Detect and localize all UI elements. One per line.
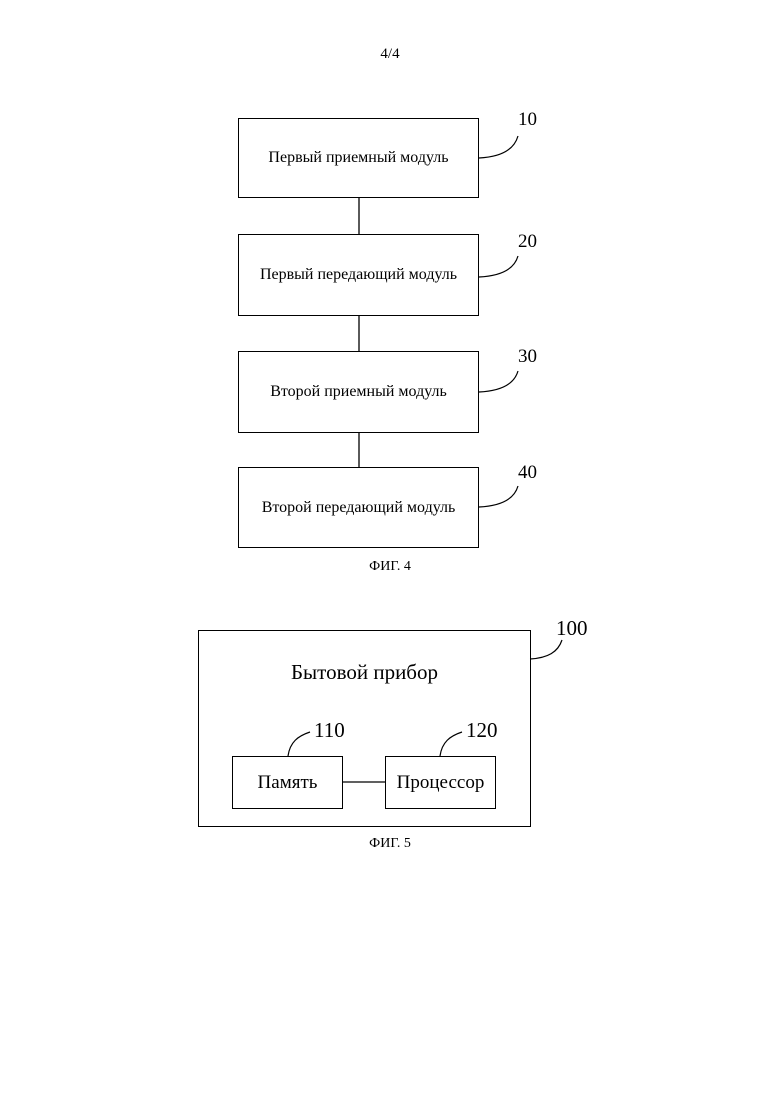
processor-box: Процессор [385,756,496,809]
appliance-title: Бытовой прибор [198,660,531,685]
ref-number-40: 40 [518,463,537,482]
module-box-10: Первый приемный модуль [238,118,479,198]
module-label-20: Первый передающий модуль [260,266,457,284]
module-label-30: Второй приемный модуль [270,383,447,401]
ref-number-110: 110 [314,720,345,741]
module-box-30: Второй приемный модуль [238,351,479,433]
memory-label: Память [258,772,318,794]
module-label-40: Второй передающий модуль [262,499,456,517]
module-box-20: Первый передающий модуль [238,234,479,316]
leader-40 [479,486,518,507]
module-box-40: Второй передающий модуль [238,467,479,548]
ref-number-120: 120 [466,720,498,741]
leader-20 [479,256,518,277]
ref-number-30: 30 [518,347,537,366]
ref-number-10: 10 [518,110,537,129]
ref-number-100: 100 [556,618,588,639]
leader-30 [479,371,518,392]
module-label-10: Первый приемный модуль [268,149,448,167]
leader-10 [479,136,518,158]
leader-100 [530,640,562,659]
memory-box: Память [232,756,343,809]
processor-label: Процессор [397,772,485,794]
figure-4-caption: ФИГ. 4 [0,559,780,575]
figure-5-caption: ФИГ. 5 [0,836,780,852]
ref-number-20: 20 [518,232,537,251]
